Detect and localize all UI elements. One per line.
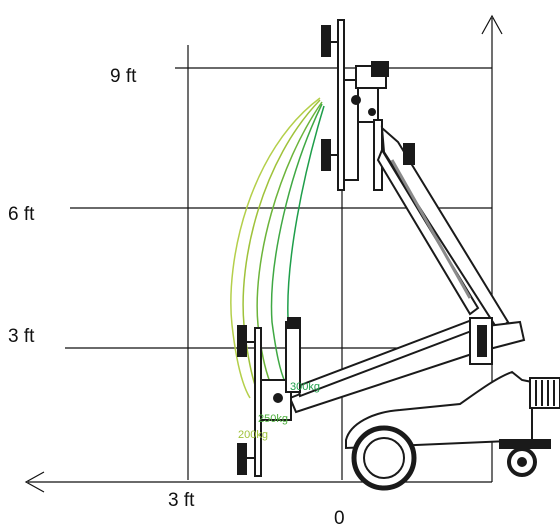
upper-suction-cup-top (321, 25, 331, 57)
arc-200 (242, 99, 321, 403)
boom-upper-beam (380, 125, 510, 332)
upper-suction-frame (321, 19, 389, 191)
lower-suction-frame (237, 317, 301, 477)
y-label-9ft: 9 ft (110, 66, 137, 87)
rear-counterweight (529, 377, 560, 409)
x-label-3ft: 3 ft (168, 490, 195, 511)
capacity-label-250kg: 250kg (258, 413, 288, 425)
arc-outer (230, 97, 321, 399)
upper-suction-cup-bottom (321, 139, 331, 171)
y-axis-arrow-icon (481, 14, 503, 35)
x-axis-arrow-icon (24, 471, 45, 493)
front-wheel (351, 425, 417, 491)
y-label-6ft: 6 ft (8, 204, 35, 225)
capacity-label-200kg: 200kg (238, 429, 268, 441)
boom-arm (288, 125, 526, 414)
lower-suction-cup-top (237, 325, 247, 357)
x-label-0: 0 (334, 508, 345, 529)
boom-elbow (403, 143, 415, 165)
lower-suction-cup-bottom (237, 443, 247, 475)
arc-250-b (270, 103, 323, 385)
rear-wheel (507, 444, 537, 477)
arc-250-a (256, 101, 323, 395)
hydraulic-cylinder (390, 159, 472, 299)
y-label-3ft: 3 ft (8, 326, 35, 347)
capacity-label-300kg: 300kg (290, 381, 320, 393)
